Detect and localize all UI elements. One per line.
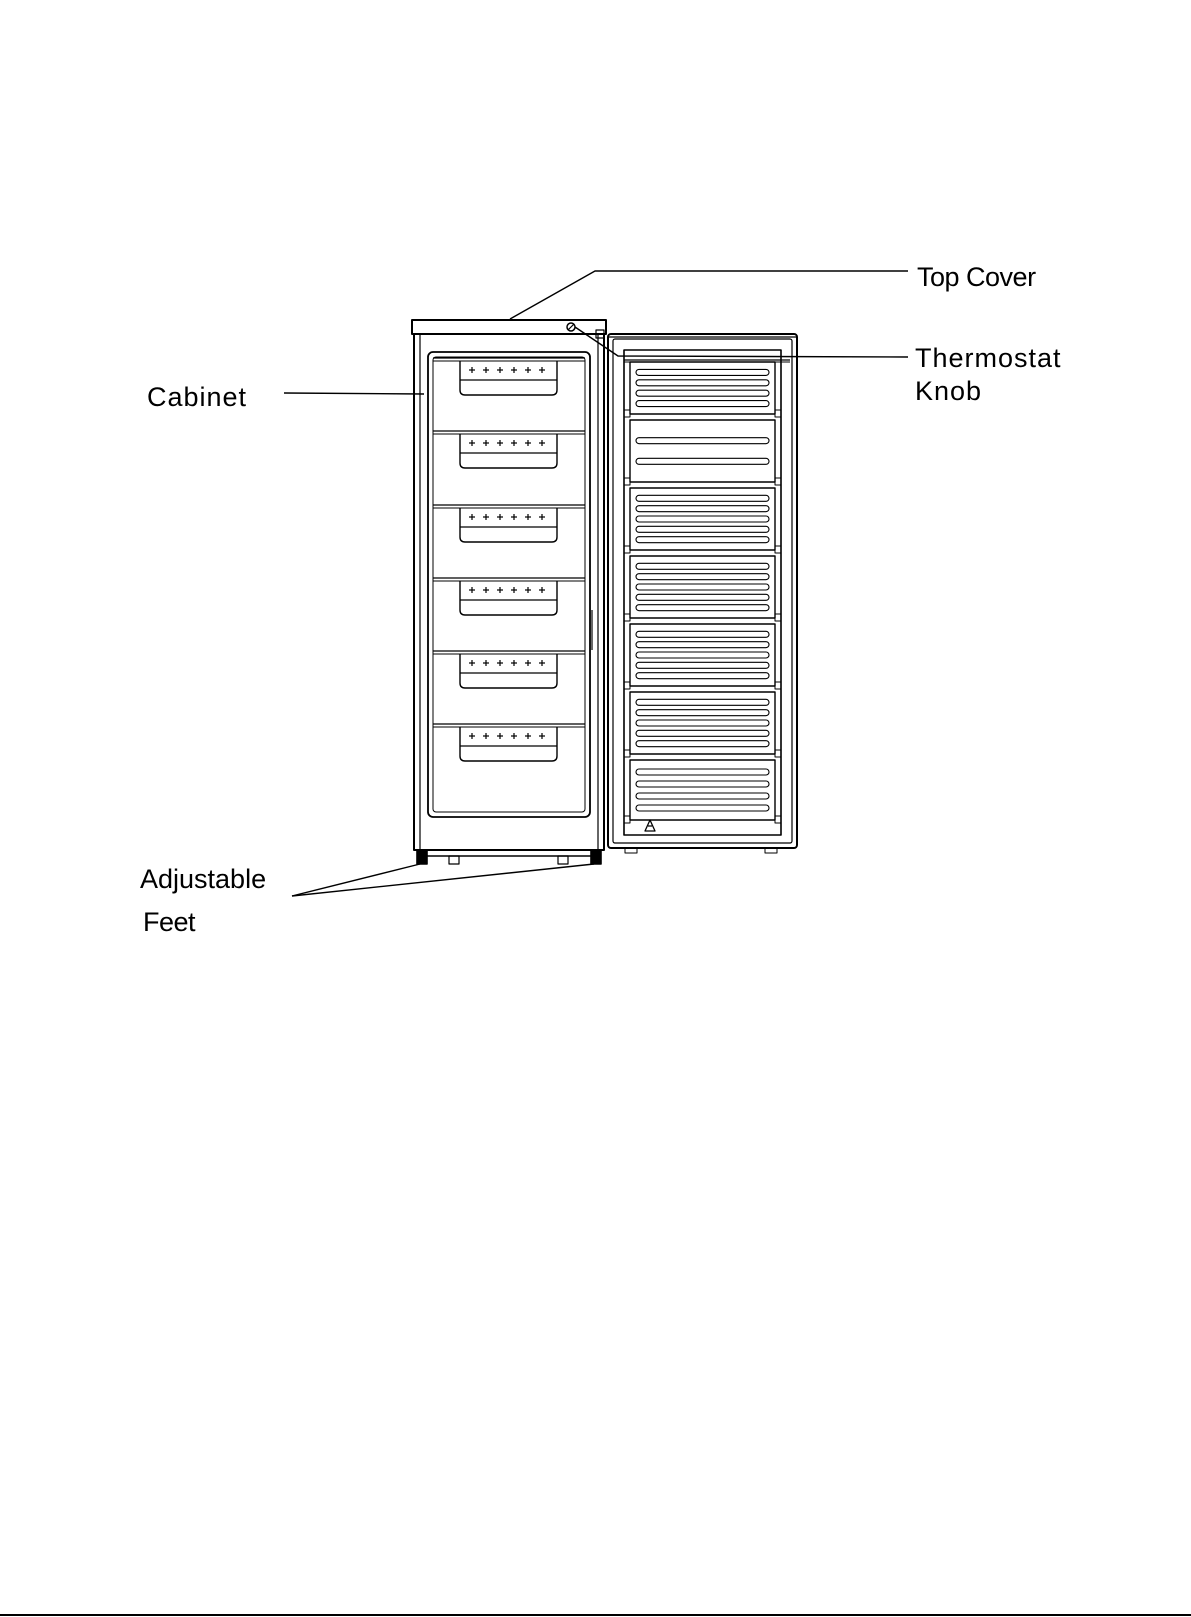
drawer xyxy=(433,578,585,615)
door-shelf xyxy=(624,624,781,689)
leader-lines xyxy=(284,271,908,896)
drawer xyxy=(433,431,585,468)
adjustable-foot-right xyxy=(591,850,601,864)
label-cabinet: Cabinet xyxy=(147,384,247,411)
door-shelf xyxy=(624,488,781,553)
leader-cabinet xyxy=(284,393,424,394)
cabinet-body xyxy=(412,320,606,864)
door-shelf xyxy=(624,692,781,757)
thermostat-knob xyxy=(567,323,575,331)
adjustable-foot-left xyxy=(417,850,427,864)
label-feet: Feet xyxy=(143,909,195,936)
leader-thermostat xyxy=(575,327,908,357)
label-adjustable: Adjustable xyxy=(140,866,266,893)
leader-top-cover xyxy=(510,271,908,319)
door-shelf xyxy=(624,760,781,823)
label-top-cover: Top Cover xyxy=(917,264,1036,291)
door-shelves xyxy=(624,362,781,823)
leader-feet-right xyxy=(292,864,594,896)
drain-symbol xyxy=(645,820,655,831)
door-shelf xyxy=(624,556,781,621)
leader-feet-left xyxy=(292,864,420,896)
label-knob: Knob xyxy=(915,378,982,405)
drawer xyxy=(433,651,585,688)
drawer xyxy=(433,358,585,395)
top-cover xyxy=(412,320,606,334)
label-thermostat: Thermostat xyxy=(915,345,1062,372)
door-shelf xyxy=(624,362,781,417)
drawer xyxy=(433,724,585,761)
drawer xyxy=(433,505,585,542)
drawers xyxy=(433,358,585,761)
door-shelf xyxy=(624,420,781,485)
